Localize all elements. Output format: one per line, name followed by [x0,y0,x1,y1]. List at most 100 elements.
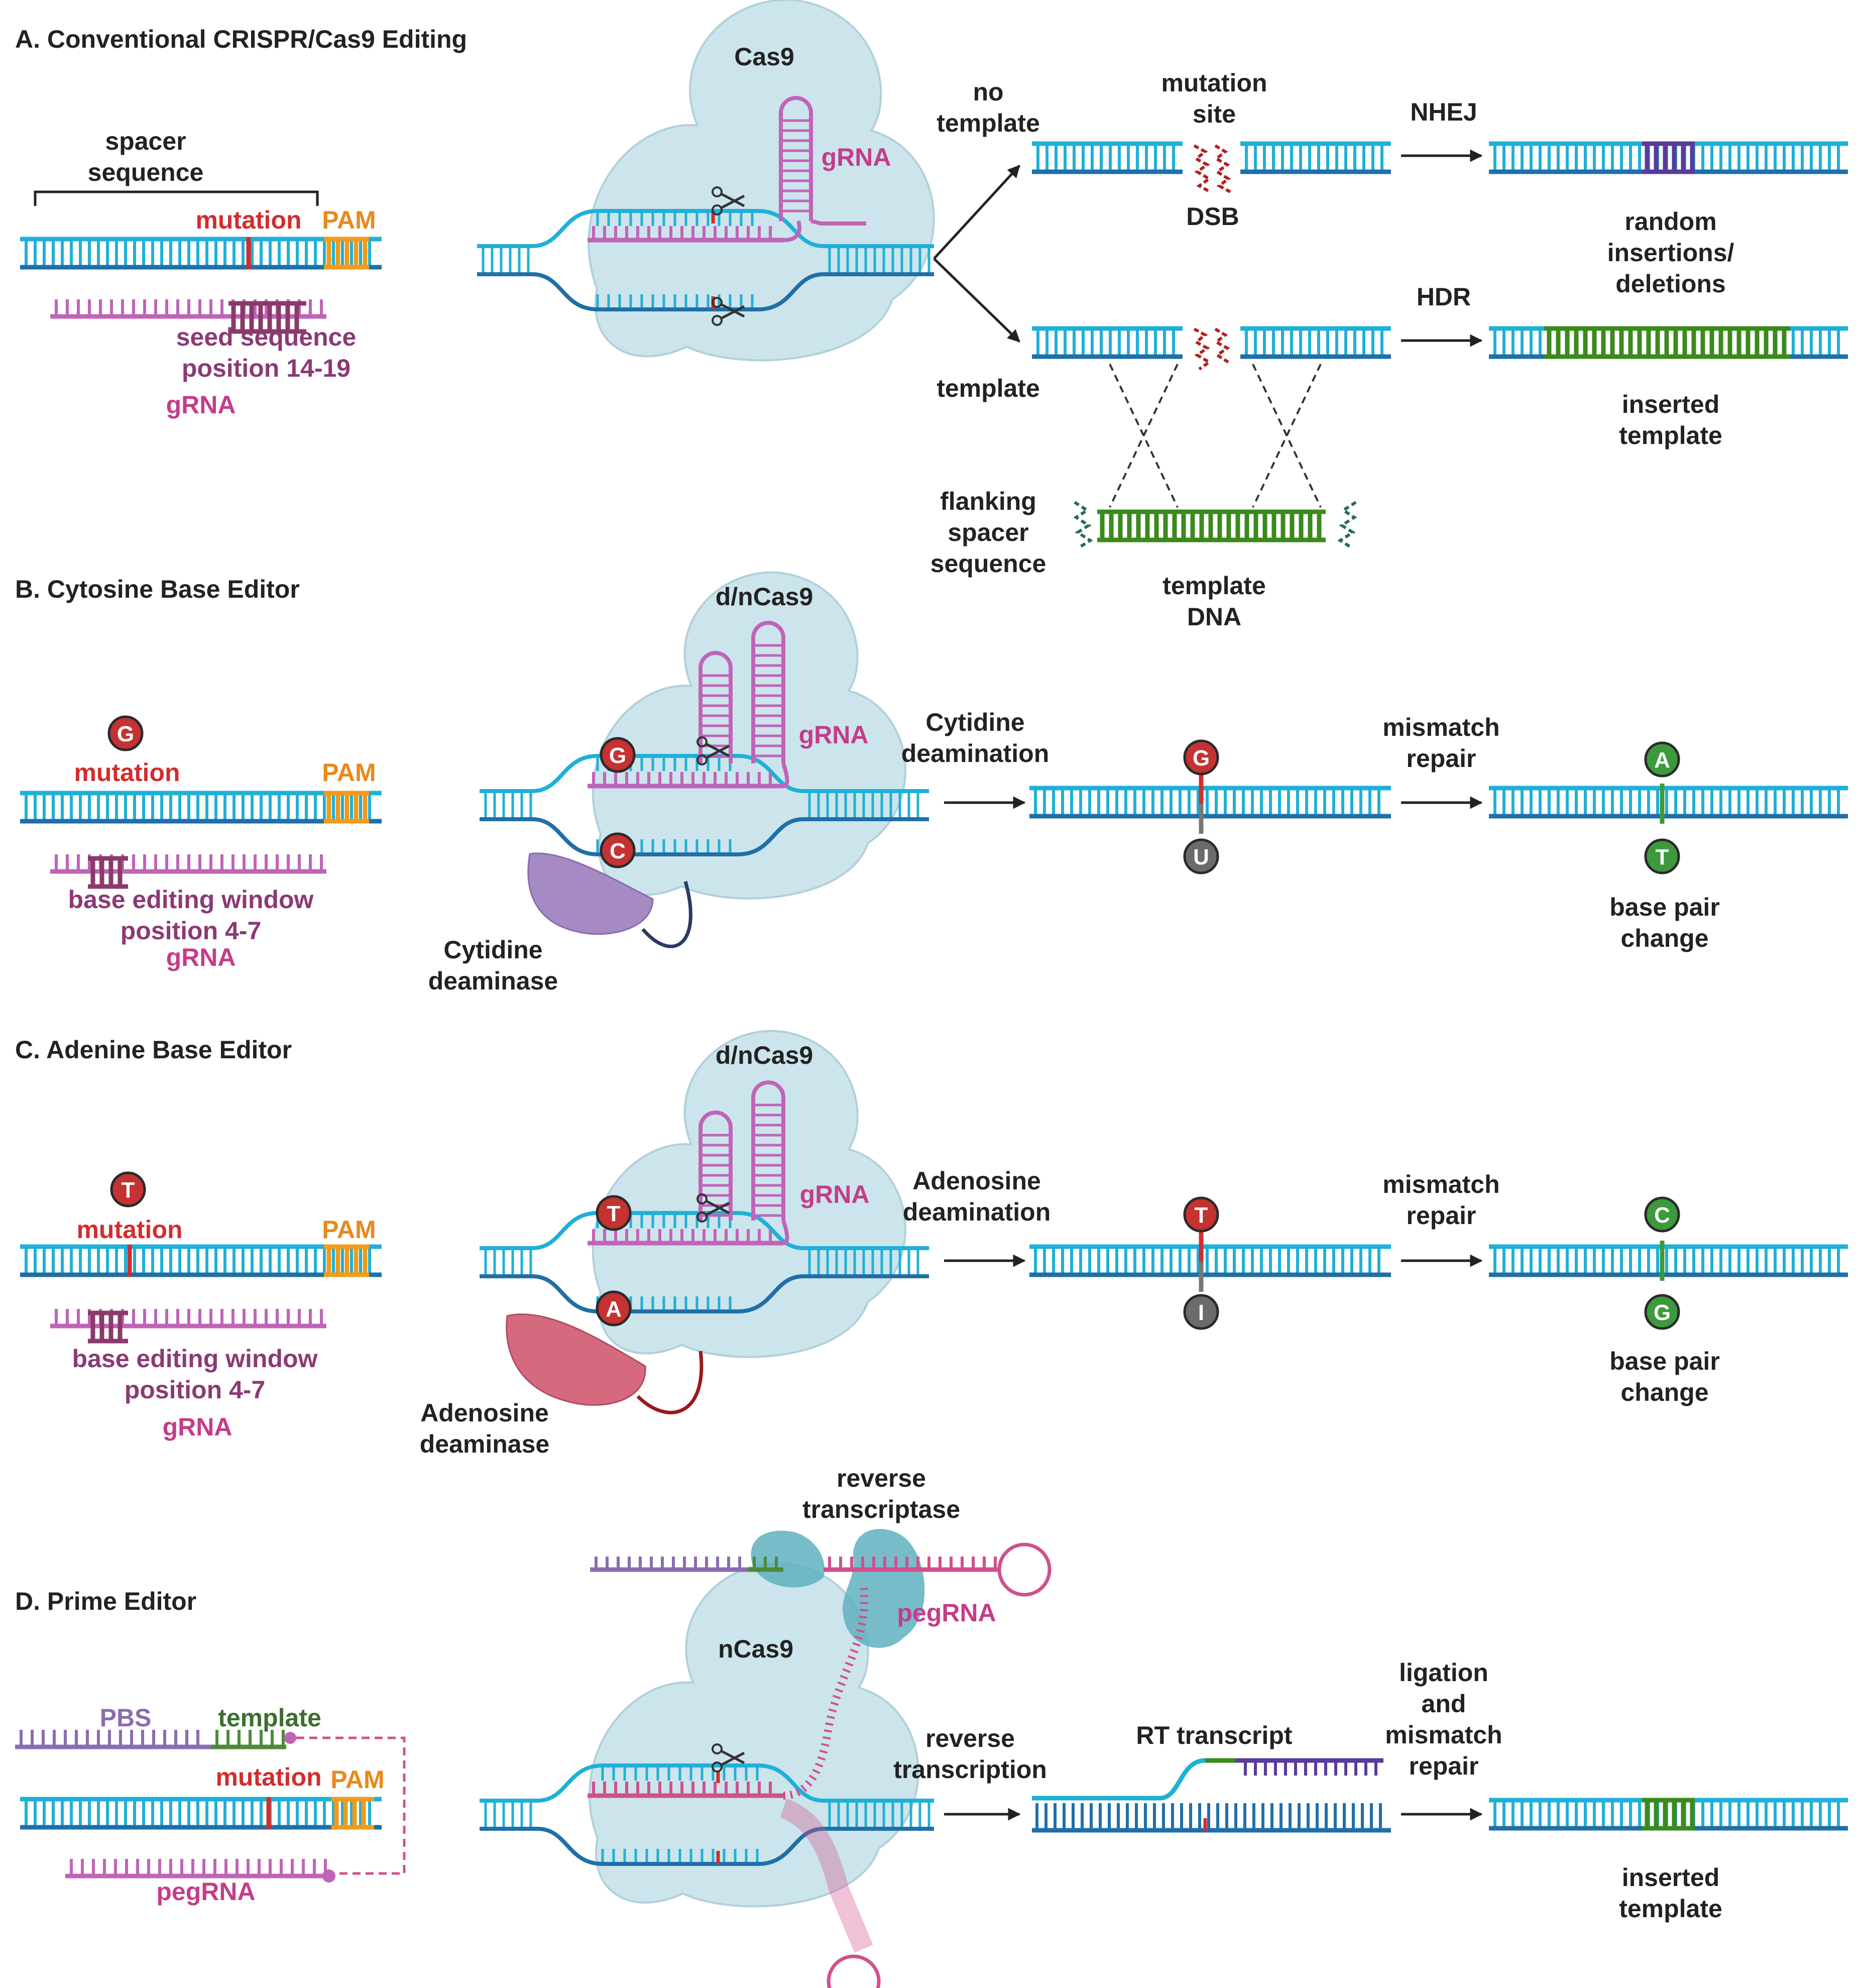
dsb-left-duplex [1032,141,1183,174]
cas-base-t: T [596,1195,632,1231]
rt-template-strand [748,1557,783,1572]
rt-shape-left [751,1530,825,1588]
mutation-label: mutation [74,758,180,787]
adenosine-deaminase-label: Adenosine [420,1399,549,1427]
window-region [88,856,128,889]
window-label: position 4-7 [121,917,262,945]
adenosine-deamination-label: deamination [903,1198,1051,1226]
rt-pbs-strand [590,1557,748,1572]
deaminase-linker [641,881,692,948]
rna-ticks [592,226,772,240]
base-circle-shape [596,1195,632,1231]
rna-ticks [828,1557,997,1570]
mismatch-repair-label: mismatch [1382,713,1499,741]
pam-region [324,791,369,824]
base-letter: I [1198,1300,1204,1325]
base-circle-shape [1183,739,1219,776]
intermediate-dna [1029,786,1391,819]
grna-hairpin [779,96,813,221]
base-letter: C [1654,1203,1670,1228]
panel-d-rt [480,1542,1848,1988]
result-dna [1489,786,1848,819]
hairpin-loop [779,96,813,221]
branch-arrow-down [933,258,1020,343]
intermediate-dna [1029,1244,1391,1277]
rt-shape-right [842,1529,925,1648]
base-circle-shape [1183,1196,1219,1233]
base-letter: A [1654,748,1670,772]
rloop-bottom-strand [480,1827,934,1866]
highlight-rungs [231,304,299,330]
cytidine-deaminase-label: deaminase [428,967,558,995]
highlight-rungs [326,1248,368,1274]
highlight-rungs [334,1800,366,1826]
scissors-ring [712,315,723,326]
highlight-rungs [326,794,368,820]
reverse-transcriptase-label: transcriptase [802,1495,960,1523]
base-letter: G [117,722,134,746]
dna-rungs [25,1249,371,1273]
base-circle-shape [600,832,636,868]
mid-base-u: U [1183,838,1219,874]
mismatch-repair-label: repair [1407,744,1476,772]
mutation-label: mutation [195,206,301,234]
hdr-left-duplex [1032,326,1183,359]
inserted-label: inserted [1622,390,1720,418]
highlight-rungs [90,859,123,886]
mismatch-repair-label: repair [1407,1201,1476,1230]
hairpin-loop [698,1111,733,1221]
dsb-label: DSB [1186,202,1239,231]
pegrna-strand [65,1859,329,1879]
scissors-ring [712,204,723,215]
rloop-rungs [484,1768,930,1862]
scissors-icon [712,186,745,215]
panel-b-title: B. Cytosine Base Editor [15,575,300,603]
hairpin-rungs [753,644,783,757]
base-pair-change-label: base pair [1609,893,1720,921]
cas9-rloop [477,209,934,311]
base-circle-shape [1644,741,1680,778]
base-letter: T [122,1178,135,1202]
rna-ticks [70,1859,327,1876]
scissors-ring [696,1211,708,1223]
mid-base-t: T [1183,1196,1219,1233]
spacer-label: spacer [105,127,186,155]
pam-region [331,1797,374,1830]
result-base-g: G [1644,1294,1680,1330]
adenosine-deamination-label: Adenosine [912,1167,1041,1195]
cytidine-deaminase-shape [527,852,654,935]
mid-base-g: G [1183,739,1219,776]
hairpin-loop [698,651,733,763]
ligation-label: ligation [1399,1659,1488,1687]
dna-rungs [1493,790,1840,814]
ncas9-pegrna-strand [588,1782,783,1798]
flanking-label: sequence [930,549,1046,578]
base-circle-shape [1644,1196,1680,1233]
dna-rungs [25,241,371,265]
base-letter: C [610,839,626,863]
panel-b-steps: G U A T TT A T I C G [15,739,1848,1988]
grna-hairpin [751,1080,785,1221]
random-label: deletions [1615,270,1725,298]
cas-base-c: C [600,832,636,868]
cas-base-a: A [596,1290,632,1327]
dsb-break [1193,144,1231,193]
rt-flap-ticks [1244,1760,1377,1776]
window-label: base editing window [68,886,314,914]
pegrna-stem [779,1799,873,1953]
cytidine-deamination-label: Cytidine [925,708,1024,736]
base-circle-shape [1644,1294,1680,1330]
crossover-lines [1109,364,1322,508]
highlight-rungs [1547,329,1787,356]
panel-c-cas: T A T I C G [15,1080,1848,1988]
base-letter: A [606,1297,622,1321]
pam-region [324,1244,369,1277]
grna-tail [810,219,866,226]
base-letter: U [1193,845,1209,869]
template-label: template [218,1704,321,1732]
cytidine-deamination-label: deamination [901,739,1049,767]
